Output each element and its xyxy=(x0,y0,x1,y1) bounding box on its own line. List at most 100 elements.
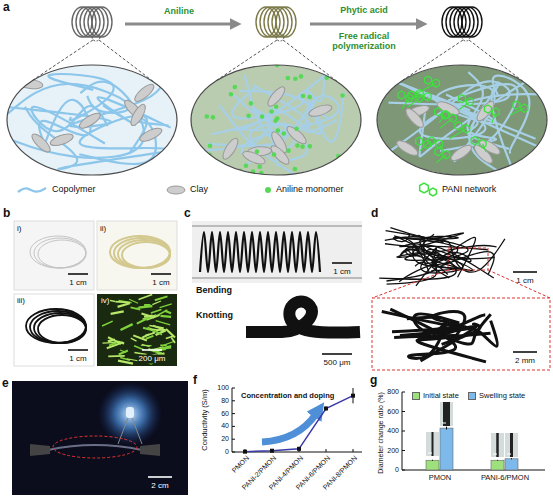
legend-sample xyxy=(167,186,185,194)
axis-tick xyxy=(402,431,405,432)
fiber-coil xyxy=(84,7,104,37)
fluorescent-fiber xyxy=(107,342,123,348)
pani-ring xyxy=(398,91,405,99)
art-shape xyxy=(7,65,177,175)
inset-fiber xyxy=(432,432,434,456)
legend-sample xyxy=(420,183,429,193)
tick-label: 60 xyxy=(221,410,229,418)
clay-disc xyxy=(449,142,474,163)
fluorescent-fiber xyxy=(109,343,117,346)
fluorescent-fiber xyxy=(150,329,163,331)
tick-label: 0 xyxy=(225,448,229,456)
fiber-loop xyxy=(26,309,86,343)
fiber-loop xyxy=(110,236,170,268)
fluorescent-fiber xyxy=(121,324,133,330)
pani-ring xyxy=(513,101,520,109)
zoomed-fiber xyxy=(394,336,486,362)
zoom-oval xyxy=(190,63,361,176)
data-point xyxy=(351,394,355,398)
photo xyxy=(97,221,177,290)
aniline-dot xyxy=(301,94,306,99)
clay-disc xyxy=(138,125,164,143)
data-line xyxy=(245,396,353,452)
fiber-coil xyxy=(450,7,470,37)
step-label: Phytic acid xyxy=(340,6,388,16)
fluorescent-fiber xyxy=(131,338,137,341)
aniline-dot xyxy=(300,144,305,149)
clay-disc xyxy=(49,132,75,148)
inset-fiber xyxy=(496,433,499,457)
aniline-dot xyxy=(293,76,298,81)
aniline-dot xyxy=(269,109,274,114)
axis-title: Conductivity (S/m) xyxy=(201,389,209,450)
clay-disc xyxy=(472,142,495,165)
clay-disc xyxy=(77,110,102,130)
fluorescent-fiber xyxy=(142,334,149,337)
scale-bar xyxy=(513,351,537,353)
glass-tube xyxy=(192,225,362,227)
pani-ring xyxy=(455,122,462,130)
fiber-loop xyxy=(30,236,86,268)
copolymer-chain xyxy=(448,84,517,146)
data-point xyxy=(243,450,247,454)
zoom-circle xyxy=(92,33,100,41)
pani-ring xyxy=(435,148,442,156)
photo xyxy=(14,221,94,290)
aniline-dot xyxy=(211,115,216,120)
aniline-dot xyxy=(246,114,251,119)
scale-label: 1 cm xyxy=(333,268,350,277)
test-label: Knotting xyxy=(196,311,233,321)
error-bar xyxy=(446,427,447,430)
fluorescent-fiber xyxy=(139,306,153,308)
category-label: PMON xyxy=(429,474,452,482)
pani-link xyxy=(437,155,447,163)
scale-bar xyxy=(68,349,88,351)
led xyxy=(126,407,134,418)
axis-tick xyxy=(402,470,405,471)
aniline-dot xyxy=(205,114,210,119)
clay-disc xyxy=(268,143,291,167)
aniline-dot xyxy=(260,114,265,119)
scale-label: 2 cm xyxy=(151,482,168,491)
legend-sample xyxy=(265,187,271,193)
aniline-dot xyxy=(307,95,312,100)
legend-swatch xyxy=(412,392,420,400)
inset-photo xyxy=(426,432,439,456)
tick-label: 100 xyxy=(217,384,229,392)
fluorescent-fiber xyxy=(119,351,128,355)
axis-tick xyxy=(232,413,235,414)
step-arrow xyxy=(310,23,418,26)
zoom-oval xyxy=(377,65,547,175)
pani-ring xyxy=(433,79,440,87)
aniline-dot xyxy=(281,131,286,136)
pani-link xyxy=(420,144,427,151)
fiber-coil xyxy=(256,7,276,37)
scale-bar xyxy=(493,454,497,455)
fiber-loop xyxy=(34,238,86,268)
tangled-fiber xyxy=(424,239,494,275)
data-point xyxy=(297,447,301,451)
panel-letter: g xyxy=(370,374,377,387)
legend-sample xyxy=(18,188,46,192)
data-point xyxy=(270,449,274,453)
pani-link xyxy=(449,129,466,139)
fiber-coil xyxy=(72,7,92,37)
clay-disc xyxy=(29,131,52,154)
fluorescent-fiber xyxy=(129,299,138,303)
aniline-dot xyxy=(211,76,216,81)
tangled-fiber xyxy=(390,228,504,273)
fiber-coil xyxy=(268,7,288,37)
scale-label: 2 mm xyxy=(515,357,535,366)
axis-tick xyxy=(402,411,405,412)
photo xyxy=(12,381,188,495)
axis-tick xyxy=(232,439,235,440)
zoom-circle xyxy=(276,33,284,41)
scale-label: 1 cm xyxy=(152,279,169,288)
scale-bar xyxy=(151,273,171,275)
scale-label: 1 cm xyxy=(69,279,86,288)
led-leg xyxy=(132,418,142,444)
error-bar xyxy=(511,458,512,459)
bar xyxy=(491,460,504,470)
aniline-dot xyxy=(286,148,291,153)
copolymer-chain xyxy=(419,75,542,157)
